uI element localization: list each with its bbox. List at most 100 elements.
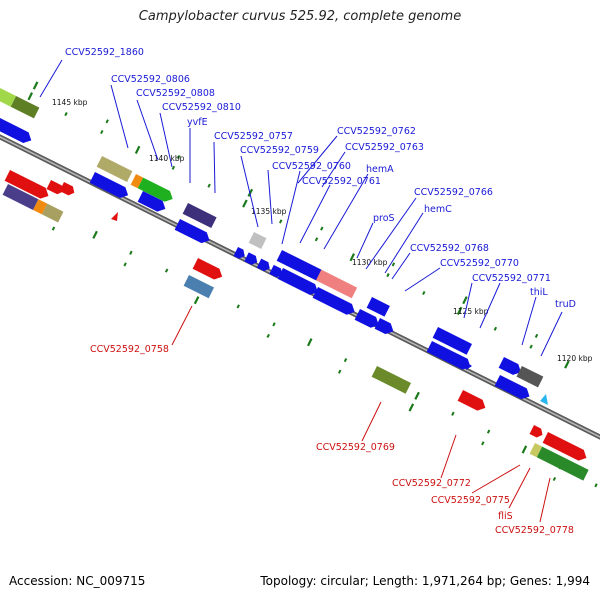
gene-label[interactable]: yvfE xyxy=(187,117,208,128)
feature-arrow[interactable] xyxy=(233,247,247,260)
feature-arrow[interactable] xyxy=(137,191,168,214)
gene-label[interactable]: hemC xyxy=(424,204,452,215)
ruler-dash xyxy=(51,226,56,231)
small-marker[interactable] xyxy=(540,394,548,405)
gene-label[interactable]: CCV52592_0761 xyxy=(302,176,381,187)
gene-label[interactable]: truD xyxy=(555,299,576,310)
gene-label[interactable]: CCV52592_0771 xyxy=(472,273,551,284)
feature-arrow[interactable] xyxy=(276,250,327,283)
ruler-dash xyxy=(92,230,98,239)
small-marker[interactable] xyxy=(466,362,472,370)
feature-block[interactable] xyxy=(248,232,267,249)
gene-label[interactable]: CCV52592_0810 xyxy=(162,102,241,113)
feature-arrow[interactable] xyxy=(269,264,284,279)
feature-block[interactable] xyxy=(536,446,589,481)
feature-block[interactable] xyxy=(130,174,144,189)
gene-label[interactable]: CCV52592_0758 xyxy=(90,344,169,355)
small-marker[interactable] xyxy=(111,212,118,221)
map-title: Campylobacter curvus 525.92, complete ge… xyxy=(138,9,462,24)
tick-label: 1140 kbp xyxy=(149,154,185,163)
ruler-dash xyxy=(564,360,570,369)
feature-block[interactable] xyxy=(10,96,40,119)
feature-arrow[interactable] xyxy=(46,180,66,196)
gene-label[interactable]: CCV52592_0775 xyxy=(431,495,510,506)
ruler-dash xyxy=(451,411,455,416)
ruler-dash xyxy=(320,226,324,231)
gene-label[interactable]: hemA xyxy=(366,164,394,175)
feature-block[interactable] xyxy=(182,203,217,229)
gene-label[interactable]: CCV52592_0770 xyxy=(440,258,519,269)
feature-arrow[interactable] xyxy=(0,118,34,146)
feature-block[interactable] xyxy=(96,156,133,182)
tick-label: 1135 kbp xyxy=(251,207,287,216)
accession-text: Accession: NC_009715 xyxy=(9,574,146,588)
gene-label[interactable]: CCV52592_0806 xyxy=(111,74,190,85)
gene-label[interactable]: CCV52592_0760 xyxy=(272,161,351,172)
feature-arrow[interactable] xyxy=(426,341,474,372)
ruler-dash xyxy=(462,296,468,305)
feature-block[interactable] xyxy=(183,275,215,299)
ruler-dash xyxy=(177,154,181,160)
ruler-dash xyxy=(343,358,348,363)
feature-arrow[interactable] xyxy=(174,219,213,246)
tick-label: 1120 kbp xyxy=(557,354,593,363)
ruler-dash xyxy=(266,333,270,338)
gene-label[interactable]: CCV52592_0768 xyxy=(410,243,489,254)
feature-block[interactable] xyxy=(33,199,48,215)
feature-block[interactable] xyxy=(2,184,39,210)
feature-block[interactable] xyxy=(366,297,390,317)
feature-arrow[interactable] xyxy=(374,318,396,337)
feature-arrow[interactable] xyxy=(256,258,272,273)
gene-label[interactable]: CCV52592_0772 xyxy=(392,478,471,489)
gene-label[interactable]: CCV52592_0778 xyxy=(495,525,574,536)
gene-label[interactable]: CCV52592_0769 xyxy=(316,442,395,453)
gene-label[interactable]: CCV52592_0762 xyxy=(337,126,416,137)
feature-block[interactable] xyxy=(516,365,544,388)
ruler-dash xyxy=(32,81,39,90)
gene-label[interactable]: thiL xyxy=(530,287,548,298)
gene-label[interactable]: CCV52592_1860 xyxy=(65,47,144,58)
feature-arrow[interactable] xyxy=(354,309,382,330)
tick-label: 1125 kbp xyxy=(453,307,489,316)
feature-arrow[interactable] xyxy=(312,287,358,317)
feature-arrow[interactable] xyxy=(529,425,545,439)
feature-arrow[interactable] xyxy=(59,182,77,197)
feature-block[interactable] xyxy=(315,269,358,299)
tick-label: 1145 kbp xyxy=(52,98,88,107)
ruler-dash xyxy=(171,165,176,170)
ruler-dash xyxy=(521,445,528,454)
ruler-dash xyxy=(552,476,557,482)
feature-arrow[interactable] xyxy=(89,172,131,201)
feature-arrow[interactable] xyxy=(192,258,225,282)
ruler-dash xyxy=(408,403,415,412)
feature-block[interactable] xyxy=(41,203,64,223)
ruler-dash xyxy=(422,290,426,296)
gene-label[interactable]: proS xyxy=(373,213,395,224)
gene-label[interactable]: CCV52592_0757 xyxy=(214,131,293,142)
feature-arrow[interactable] xyxy=(498,357,524,378)
gene-label[interactable]: fliS xyxy=(498,511,513,522)
ruler-dash xyxy=(129,250,133,255)
feature-arrow[interactable] xyxy=(137,177,176,205)
feature-arrow[interactable] xyxy=(4,170,52,201)
feature-block[interactable] xyxy=(371,366,411,394)
feature-block[interactable] xyxy=(529,443,543,458)
genome-summary-text: Topology: circular; Length: 1,971,264 bp… xyxy=(260,574,590,588)
ruler-dash xyxy=(272,322,276,327)
ruler-dash xyxy=(493,326,498,331)
feature-block[interactable] xyxy=(0,88,17,107)
gene-label[interactable]: CCV52592_0766 xyxy=(414,187,493,198)
feature-arrow[interactable] xyxy=(457,390,488,413)
gene-label[interactable]: CCV52592_0808 xyxy=(136,88,215,99)
label-leaders-bottom xyxy=(171,305,551,523)
feature-arrow[interactable] xyxy=(277,268,321,298)
gene-label[interactable]: CCV52592_0759 xyxy=(240,145,319,156)
feature-block[interactable] xyxy=(432,327,472,355)
feature-arrow[interactable] xyxy=(244,252,259,266)
ruler-dash xyxy=(207,183,211,188)
feature-arrow[interactable] xyxy=(542,432,590,463)
gene-label[interactable]: CCV52592_0763 xyxy=(345,142,424,153)
ruler-dash xyxy=(486,429,491,434)
feature-arrow[interactable] xyxy=(494,375,533,402)
